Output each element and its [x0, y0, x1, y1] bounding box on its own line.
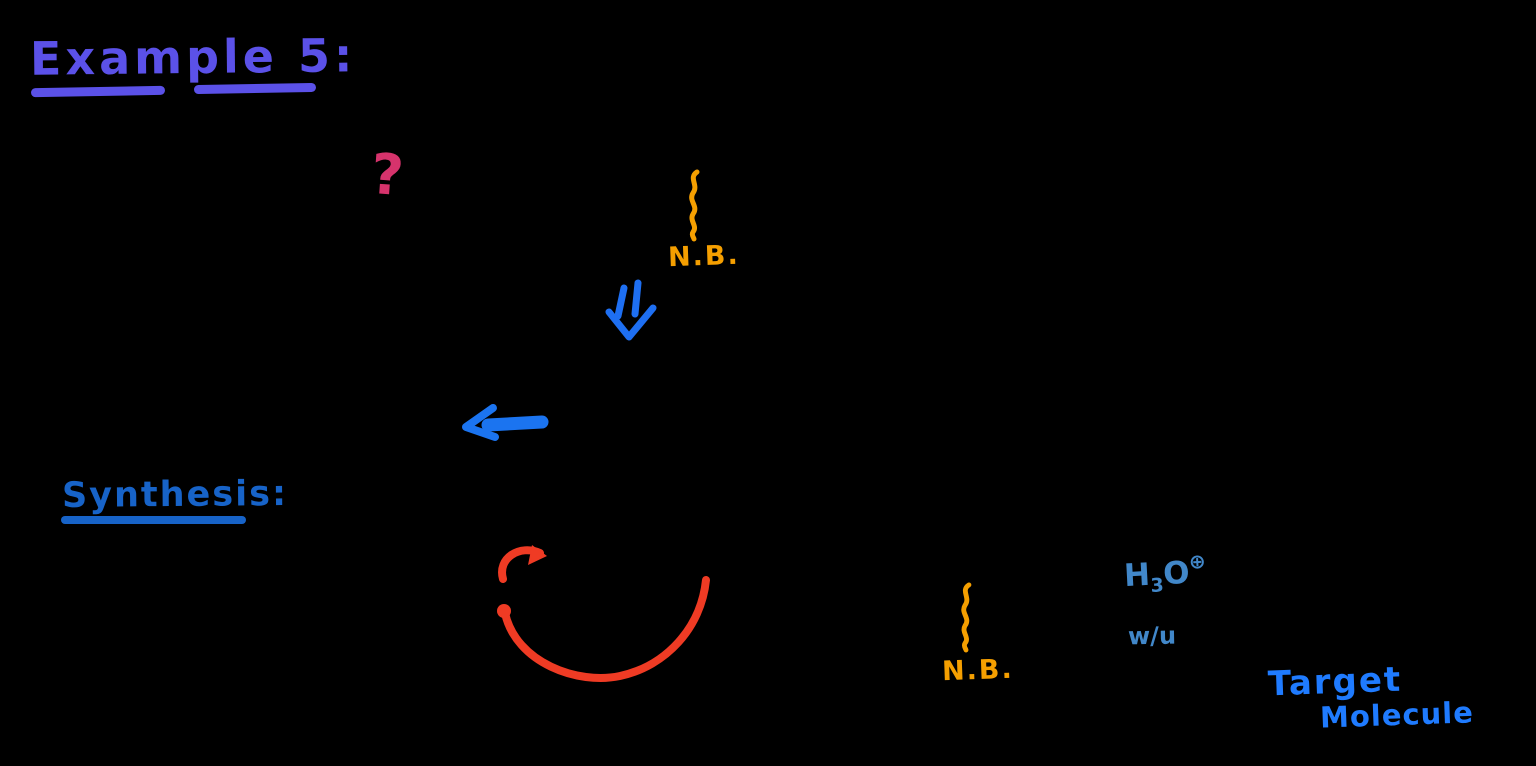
squiggle-arrow-bottom [961, 582, 972, 653]
question-mark: ? [368, 141, 406, 210]
down-arrow-head [605, 304, 657, 341]
squiggle-stroke [689, 169, 700, 242]
left-arrow-shaft [481, 415, 549, 432]
down-arrow-left-stroke [614, 284, 628, 320]
down-arrow-right-stroke [631, 279, 642, 318]
curved-arrow-arc [501, 576, 710, 682]
curved-arrow-start-dot [497, 604, 511, 618]
synthesis-underline [61, 516, 246, 524]
target-molecule-label-line2: Molecule [1319, 695, 1475, 735]
plus-charge-icon: ⊕ [1188, 548, 1207, 574]
example-title: Example 5: [29, 28, 357, 86]
synthesis-label: Synthesis: [61, 474, 289, 516]
target-molecule-label-line1: Target [1267, 659, 1403, 705]
squiggle-stroke [961, 582, 972, 653]
nb-label-bottom: N.B. [941, 653, 1015, 688]
curved-reaction-arrow [497, 545, 710, 682]
down-arrow [605, 279, 657, 341]
hydronium-h: H [1123, 556, 1151, 595]
hydronium-o: O [1162, 554, 1191, 593]
left-arrow-head [462, 404, 499, 441]
curved-arrow-hook-head [528, 545, 547, 565]
squiggle-arrow-top [689, 169, 700, 242]
title-underline-left [30, 85, 166, 98]
title-underline-right [193, 82, 317, 95]
retrosynthesis-left-arrow [462, 404, 549, 441]
nb-label-top: N.B. [667, 239, 741, 274]
workup-label: w/u [1127, 621, 1177, 651]
hydronium-label: H3O⊕ [1123, 548, 1207, 597]
